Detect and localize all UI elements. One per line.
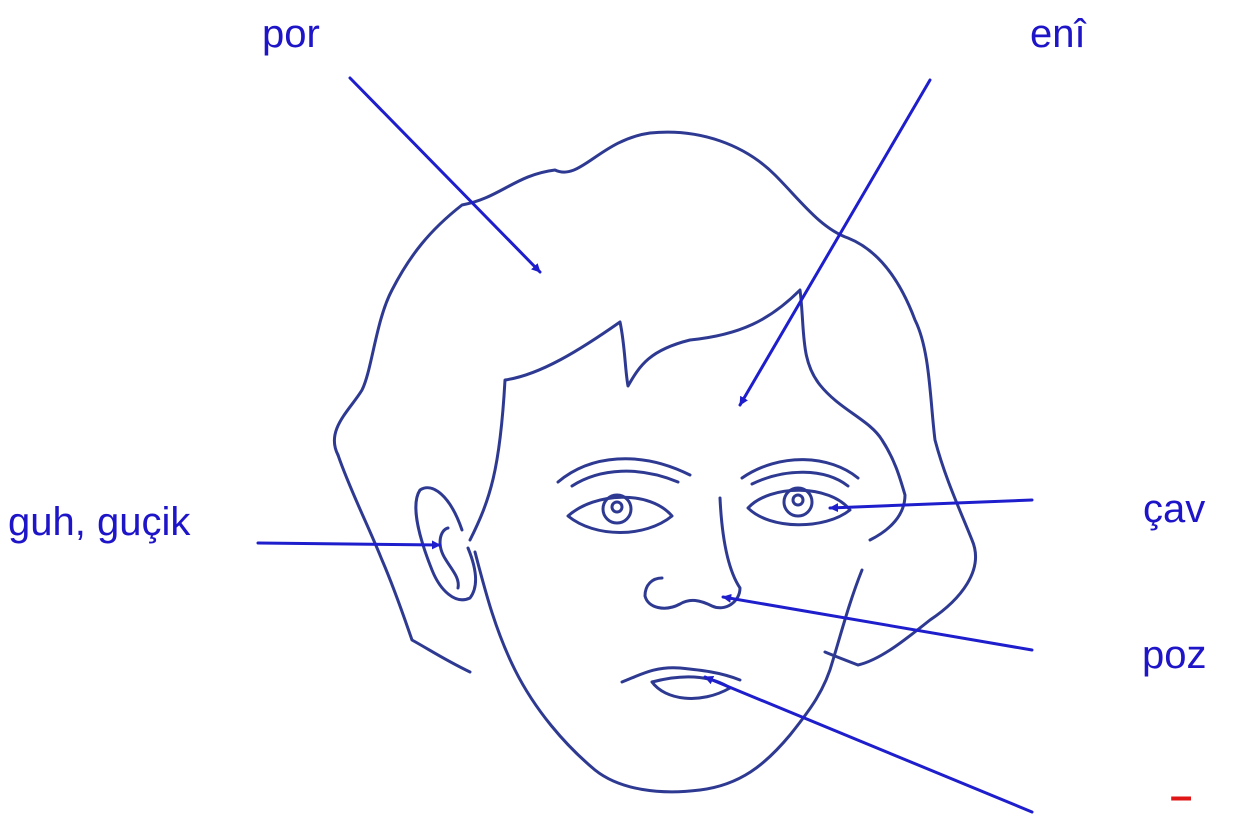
arrow-ear xyxy=(258,543,440,545)
label-forehead: enî xyxy=(1030,14,1086,54)
left-eyebrow-inner xyxy=(572,471,678,486)
arrow-eye xyxy=(830,500,1032,508)
arrow-forehead xyxy=(740,80,930,405)
label-mouth: – xyxy=(1170,776,1192,816)
right-pupil xyxy=(793,495,803,505)
ear-inner xyxy=(440,528,458,588)
hair-outline xyxy=(334,132,975,665)
arrow-hair xyxy=(350,78,540,272)
face-outline xyxy=(475,552,862,792)
label-ear: guh, guçik xyxy=(8,502,190,542)
label-hair: por xyxy=(262,14,320,54)
right-iris xyxy=(784,488,812,516)
right-eyebrow-inner xyxy=(752,472,848,486)
left-pupil xyxy=(612,502,622,512)
lower-lip xyxy=(652,677,730,699)
label-nose: poz xyxy=(1142,635,1207,675)
nose-bridge xyxy=(645,498,740,608)
arrow-nose xyxy=(723,597,1032,650)
label-eye: çav xyxy=(1143,489,1205,529)
arrow-mouth xyxy=(705,677,1032,812)
hair-left-strand xyxy=(338,455,470,672)
right-eyebrow xyxy=(742,460,858,478)
upper-lip xyxy=(622,668,740,682)
left-iris xyxy=(603,495,631,523)
